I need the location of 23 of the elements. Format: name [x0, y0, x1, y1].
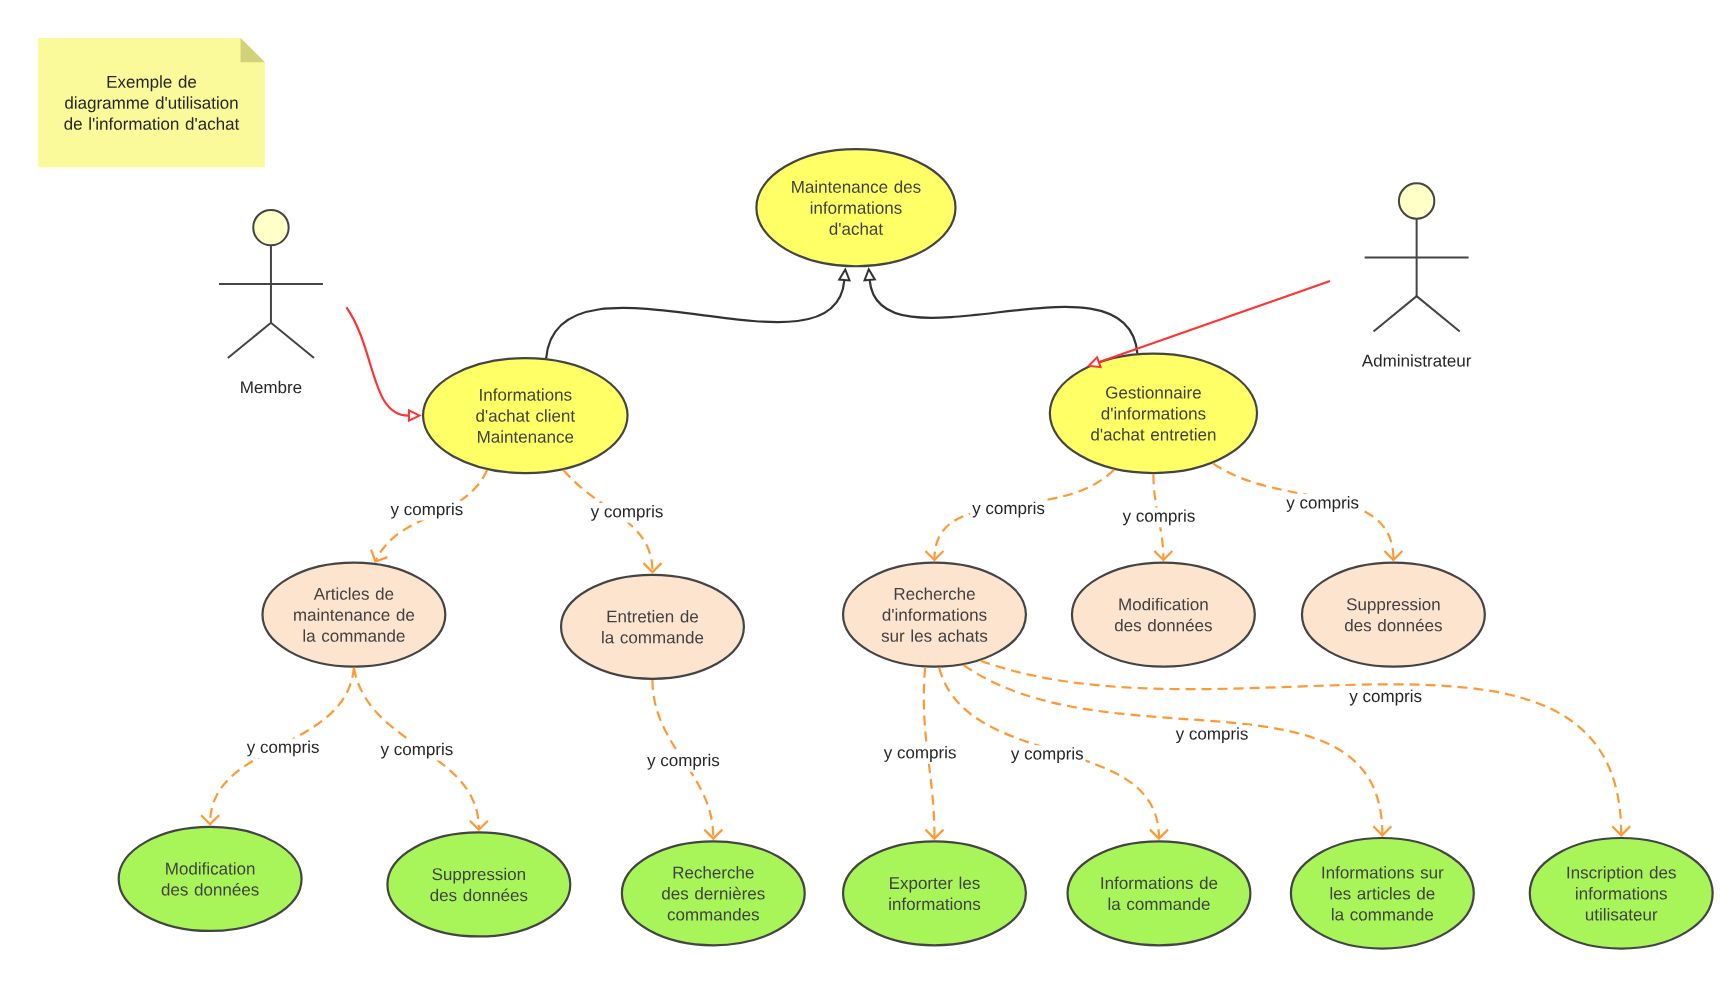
arrow	[200, 667, 355, 826]
arrow	[1152, 474, 1174, 562]
arrow	[938, 667, 1169, 841]
edge-label: y compris	[1173, 725, 1251, 746]
arrow	[980, 659, 1631, 837]
node-label: Membre	[241, 380, 302, 394]
edge-label: y compris	[1008, 745, 1086, 765]
edge-label: y compris	[881, 744, 959, 764]
edge-label: y compris	[1347, 687, 1425, 708]
edge-label: y compris	[970, 499, 1047, 520]
arrow	[922, 667, 945, 841]
edge-label: y compris	[1284, 494, 1361, 514]
edge-label: y compris	[645, 751, 722, 772]
arrow	[370, 469, 489, 563]
arrow	[651, 679, 724, 841]
actor: Membre	[217, 208, 324, 394]
arrow	[562, 469, 663, 574]
sticky-note: Exemple de diagramme d'utilisation de l'information d'achat	[38, 37, 265, 168]
arrow	[352, 667, 489, 832]
edge-label: y compris	[1120, 507, 1198, 528]
actor: Administrateur	[1361, 182, 1472, 367]
arrow	[963, 664, 1393, 837]
node-label: Administrateur	[1361, 354, 1472, 367]
